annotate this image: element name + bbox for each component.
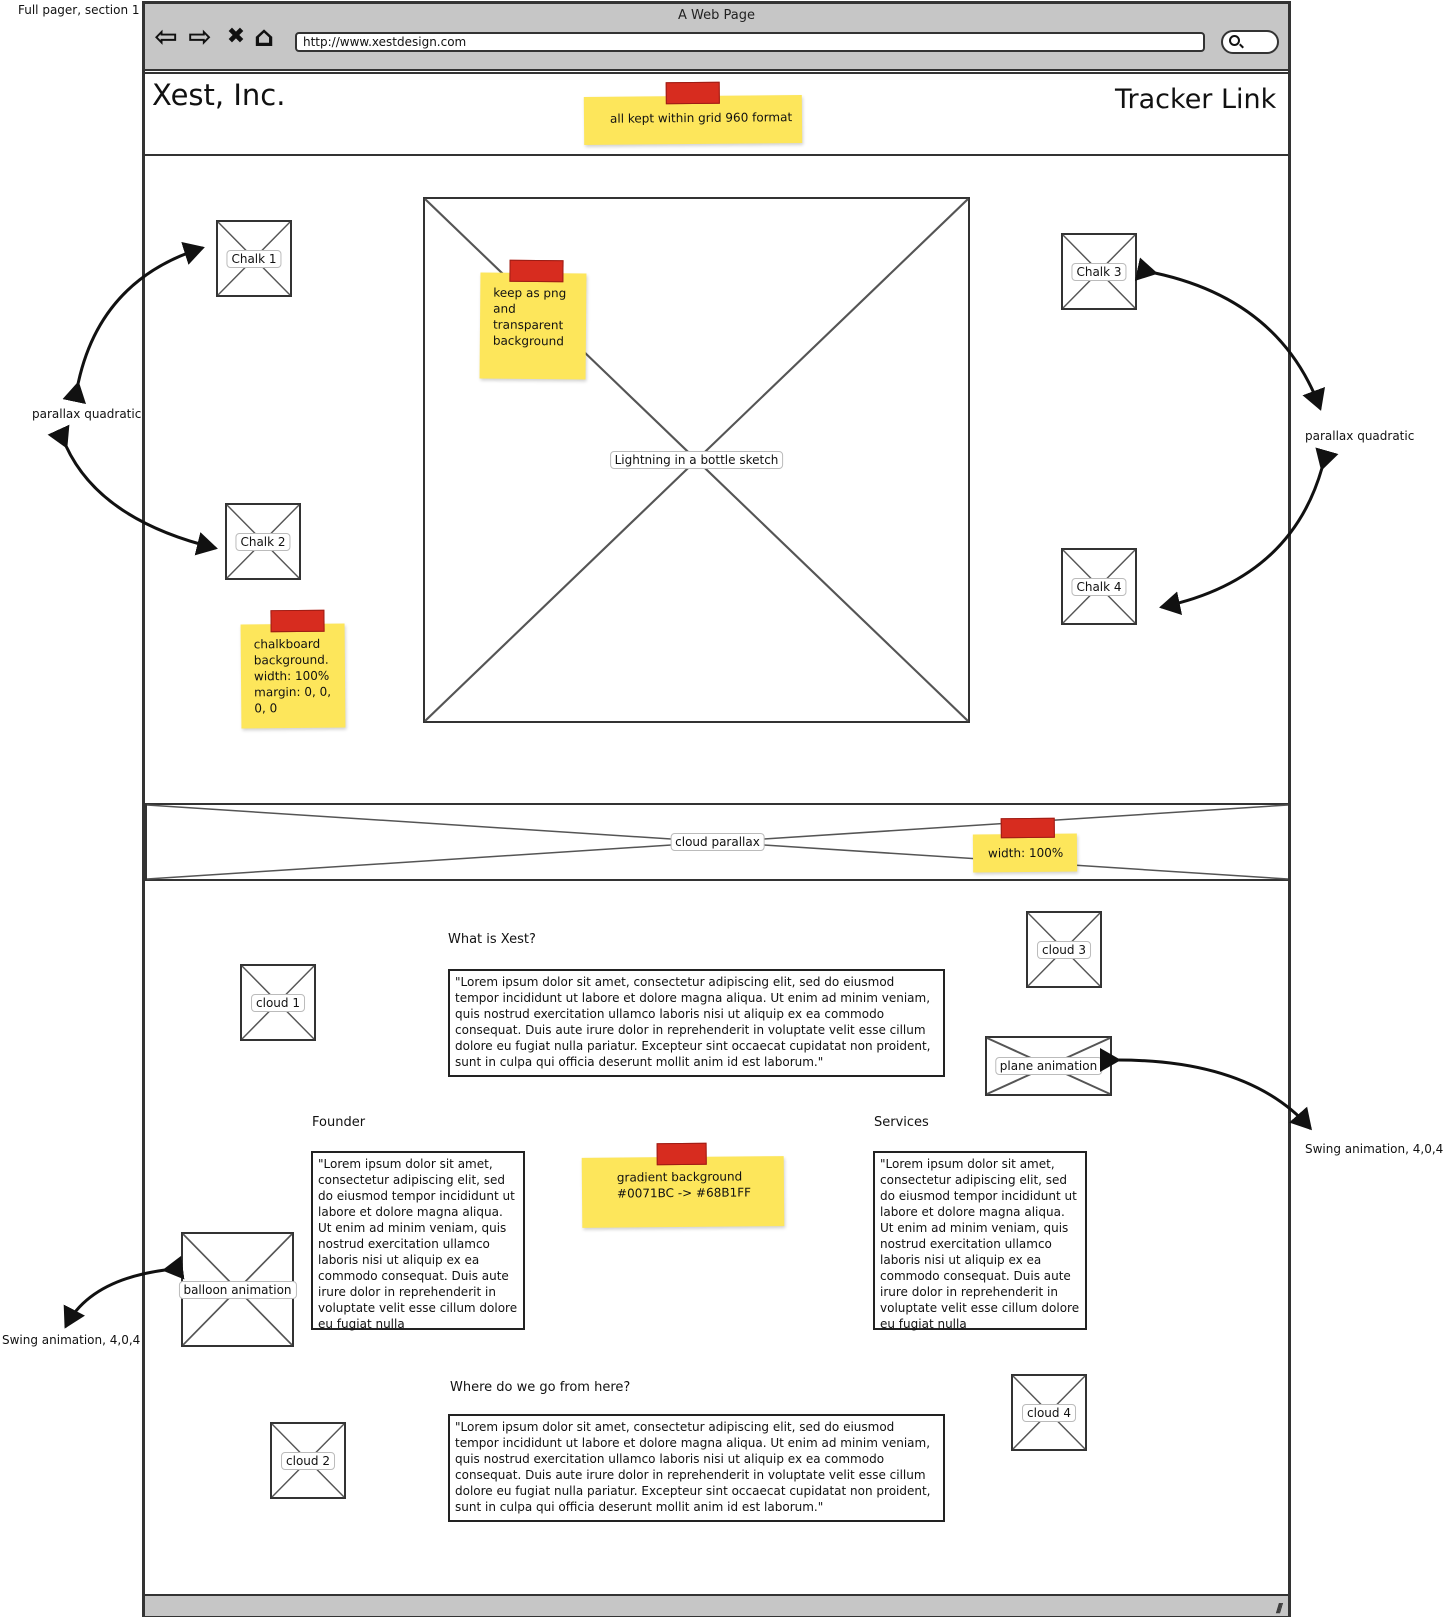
sticky-png-note-text: keep as png and transparent background bbox=[492, 285, 567, 349]
chalk-4-image: Chalk 4 bbox=[1061, 548, 1137, 625]
what-is-xest-text: "Lorem ipsum dolor sit amet, consectetur… bbox=[448, 969, 945, 1077]
browser-toolbar: A Web Page ⇦ ⇨ ✖ ⌂ http://www.xestdesign… bbox=[145, 4, 1288, 71]
chalk-1-image: Chalk 1 bbox=[216, 220, 292, 297]
sticky-gradient-note: gradient background #0071BC -> #68B1FF bbox=[581, 1142, 785, 1228]
founder-heading: Founder bbox=[312, 1115, 366, 1130]
parallax-left-annotation: parallax quadratic bbox=[32, 407, 142, 421]
plane-animation-image: plane animation bbox=[985, 1036, 1112, 1096]
forward-arrow-icon[interactable]: ⇨ bbox=[188, 20, 212, 53]
where-heading: Where do we go from here? bbox=[450, 1380, 631, 1395]
tape-icon bbox=[665, 81, 720, 105]
what-is-xest-heading: What is Xest? bbox=[448, 932, 536, 947]
balloon-animation-label: balloon animation bbox=[178, 1280, 297, 1299]
chalk-3-image: Chalk 3 bbox=[1061, 233, 1137, 310]
services-text: "Lorem ipsum dolor sit amet, consectetur… bbox=[873, 1151, 1087, 1331]
tape-icon bbox=[1000, 817, 1055, 839]
url-bar[interactable]: http://www.xestdesign.com bbox=[295, 32, 1205, 52]
tracker-link[interactable]: Tracker Link bbox=[1115, 84, 1277, 115]
plane-animation-label: plane animation bbox=[994, 1057, 1103, 1075]
cloud-3-image: cloud 3 bbox=[1026, 911, 1102, 988]
corner-label: Full pager, section 1 bbox=[18, 3, 140, 17]
sticky-grid-note: all kept within grid 960 format bbox=[583, 81, 803, 145]
cloud-2-label: cloud 2 bbox=[281, 1451, 335, 1470]
window-title: A Web Page bbox=[678, 8, 755, 23]
cloud-3-label: cloud 3 bbox=[1037, 940, 1091, 959]
back-arrow-icon[interactable]: ⇦ bbox=[154, 20, 178, 53]
swing-left-annotation: Swing animation, 4,0,4 bbox=[2, 1333, 141, 1347]
stop-icon[interactable]: ✖ bbox=[226, 24, 246, 49]
cloud-1-image: cloud 1 bbox=[240, 964, 316, 1041]
logo[interactable]: Xest, Inc. bbox=[152, 78, 286, 112]
balloon-animation-image: balloon animation bbox=[178, 1232, 297, 1347]
tape-icon bbox=[509, 259, 564, 283]
resize-grip-icon[interactable]: //// bbox=[1275, 1601, 1283, 1615]
cloud-4-label: cloud 4 bbox=[1022, 1403, 1076, 1422]
sticky-grid-note-text: all kept within grid 960 format bbox=[609, 110, 793, 126]
swing-right-annotation: Swing animation, 4,0,4 bbox=[1305, 1142, 1443, 1156]
sticky-width-note-text: width: 100% bbox=[987, 845, 1064, 861]
home-icon[interactable]: ⌂ bbox=[253, 20, 275, 53]
tape-icon bbox=[656, 1142, 707, 1166]
search-input[interactable] bbox=[1221, 30, 1279, 54]
header-top-divider bbox=[142, 72, 1291, 74]
where-text: "Lorem ipsum dolor sit amet, consectetur… bbox=[448, 1414, 945, 1522]
cloud-4-image: cloud 4 bbox=[1011, 1374, 1087, 1451]
sticky-png-note: keep as png and transparent background bbox=[479, 259, 587, 380]
lightning-sketch-label: Lightning in a bottle sketch bbox=[609, 451, 784, 469]
chalk-3-label: Chalk 3 bbox=[1071, 262, 1127, 281]
search-icon bbox=[1229, 35, 1240, 46]
cloud-2-image: cloud 2 bbox=[270, 1422, 346, 1499]
sticky-width-note: width: 100% bbox=[972, 817, 1078, 873]
tape-icon bbox=[270, 609, 325, 633]
cloud-parallax-label: cloud parallax bbox=[670, 833, 765, 851]
status-bar: //// bbox=[145, 1594, 1288, 1616]
sticky-chalkboard-note: chalkboard background. width: 100% margi… bbox=[240, 609, 346, 729]
sticky-chalkboard-note-text: chalkboard background. width: 100% margi… bbox=[253, 636, 332, 716]
parallax-right-annotation: parallax quadratic bbox=[1305, 429, 1415, 443]
chalk-2-image: Chalk 2 bbox=[225, 503, 301, 580]
cloud-parallax-image: cloud parallax bbox=[145, 803, 1290, 881]
cloud-1-label: cloud 1 bbox=[251, 993, 305, 1012]
chalk-2-label: Chalk 2 bbox=[235, 532, 291, 551]
chalk-4-label: Chalk 4 bbox=[1071, 577, 1127, 596]
header-divider bbox=[142, 154, 1291, 156]
founder-text: "Lorem ipsum dolor sit amet, consectetur… bbox=[311, 1151, 525, 1331]
chalk-1-label: Chalk 1 bbox=[226, 249, 282, 268]
sticky-gradient-note-text: gradient background #0071BC -> #68B1FF bbox=[616, 1169, 752, 1201]
services-heading: Services bbox=[874, 1115, 929, 1130]
